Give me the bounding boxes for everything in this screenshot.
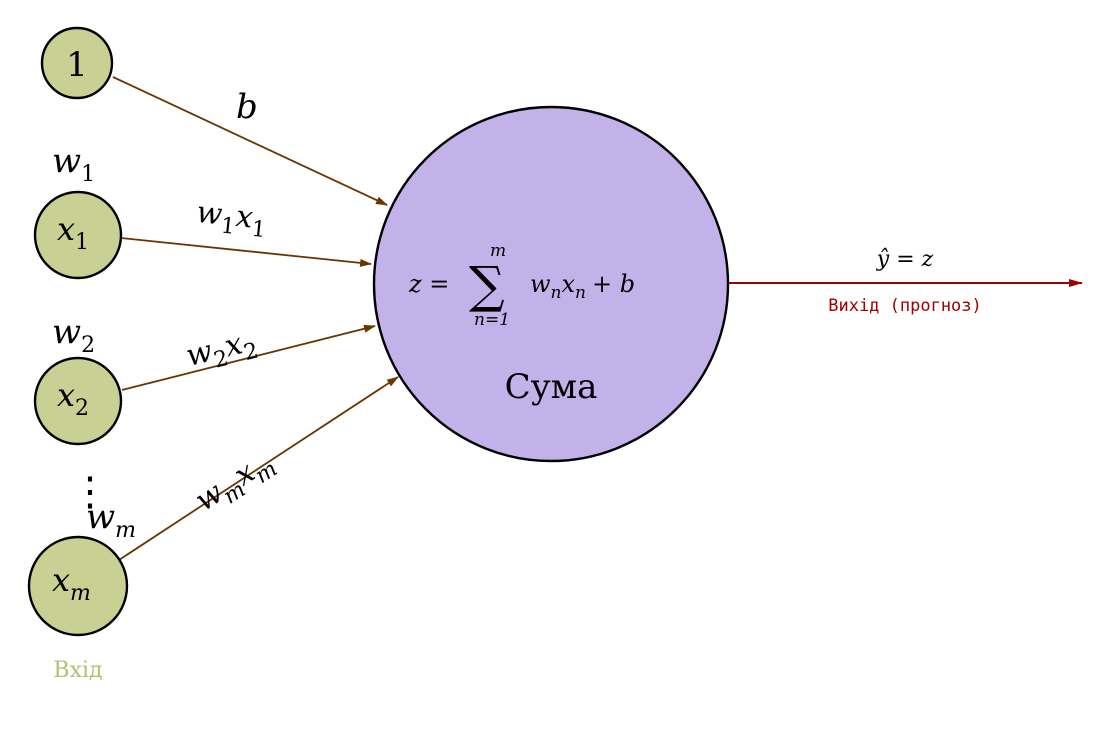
edge-x2 bbox=[121, 324, 376, 391]
sigma-symbol: ∑ bbox=[469, 256, 505, 314]
weight-w1: w1 bbox=[52, 141, 95, 187]
sigma-lower-limit: n=1 bbox=[474, 310, 510, 330]
weight-w2: w2 bbox=[52, 312, 95, 358]
x1-subscript: 1 bbox=[75, 230, 89, 255]
input-label: Вхід bbox=[53, 658, 102, 683]
xm-subscript: m bbox=[70, 581, 91, 606]
input-node-xm: xm bbox=[27, 535, 129, 637]
edge-bias bbox=[112, 76, 388, 206]
edge-label-w1x1: w1x1 bbox=[194, 195, 269, 243]
edge-x1 bbox=[120, 237, 372, 267]
input-node-x1: x1 bbox=[33, 190, 123, 280]
edge-label-wmxm: wmxm bbox=[189, 443, 282, 523]
svg-text:xm: xm bbox=[52, 561, 91, 606]
svg-text:x1: x1 bbox=[57, 210, 89, 255]
x2-subscript: 2 bbox=[75, 396, 89, 421]
bias-node-label: 1 bbox=[66, 45, 88, 85]
edge-xm bbox=[118, 376, 399, 561]
sum-formula-lhs: z = bbox=[408, 270, 449, 298]
sum-node: z = ∑ m n=1 wnxn+ b Сума bbox=[372, 105, 730, 463]
x1-label: x bbox=[57, 210, 75, 248]
output-label: Вихід (прогноз) bbox=[828, 296, 982, 316]
sum-term: wnxn+ b bbox=[530, 270, 635, 303]
svg-text:x2: x2 bbox=[57, 376, 89, 421]
input-node-bias: 1 bbox=[40, 26, 114, 100]
x2-label: x bbox=[57, 376, 75, 414]
weight-wm: wm bbox=[86, 497, 136, 543]
input-node-x2: x2 bbox=[33, 356, 123, 446]
sigma-upper-limit: m bbox=[490, 241, 506, 261]
edge-label-w2x2: w2x2 bbox=[183, 323, 261, 380]
edge-label-b: b bbox=[236, 87, 258, 127]
output-formula: ŷ = z bbox=[876, 247, 934, 272]
xm-label: x bbox=[52, 561, 70, 599]
vertical-dots: ⋮ bbox=[70, 469, 110, 515]
sum-node-label: Сума bbox=[505, 367, 598, 407]
